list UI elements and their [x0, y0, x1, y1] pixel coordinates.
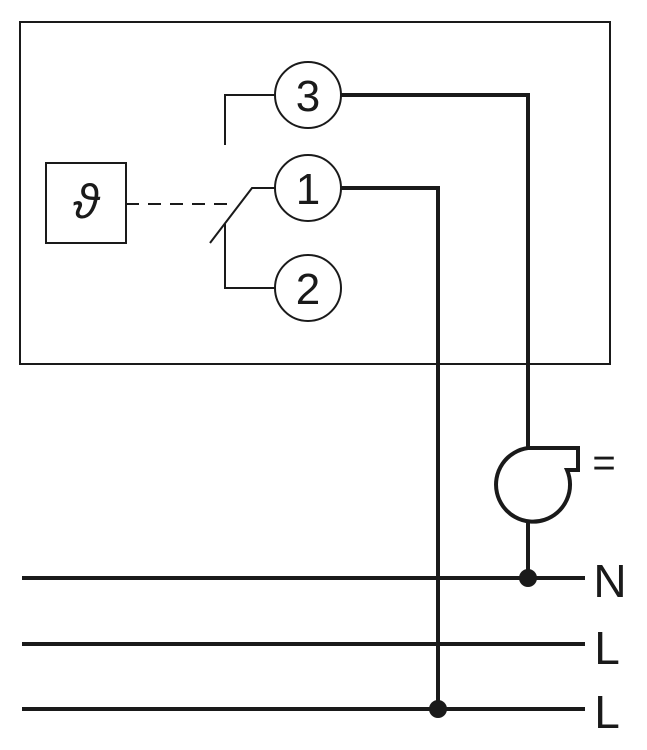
- terminal-2: 2: [274, 254, 342, 322]
- junction-dot-n: [519, 569, 537, 587]
- thermostat-housing: [19, 21, 611, 365]
- supply-line-n: N: [22, 555, 627, 607]
- switch-blade: [209, 187, 275, 244]
- sensor-symbol: ϑ: [73, 176, 101, 229]
- terminal-1: 1: [274, 154, 342, 222]
- wire-terminal-3-to-fan: [341, 93, 530, 448]
- terminal-3: 3: [274, 61, 342, 129]
- changeover-switch: [209, 94, 275, 289]
- junction-dot-l: [429, 700, 447, 718]
- terminal-3-label: 3: [296, 72, 320, 121]
- contact-3-lead: [224, 94, 275, 145]
- fan-housing: [494, 446, 580, 524]
- supply-line-l2-label: L: [594, 686, 620, 738]
- fan-icon: =: [494, 441, 616, 578]
- contact-2-lead: [224, 224, 275, 289]
- terminal-2-label: 2: [296, 265, 320, 314]
- supply-line-n-label: N: [593, 555, 626, 607]
- supply-line-l2: L: [22, 686, 620, 738]
- supply-line-l1-label: L: [594, 622, 620, 674]
- fan-mark: =: [592, 441, 615, 485]
- supply-line-l1: L: [22, 622, 620, 674]
- temperature-sensor: ϑ: [45, 162, 127, 244]
- terminal-1-label: 1: [296, 165, 320, 214]
- wire-terminal-1-to-l: [341, 186, 440, 709]
